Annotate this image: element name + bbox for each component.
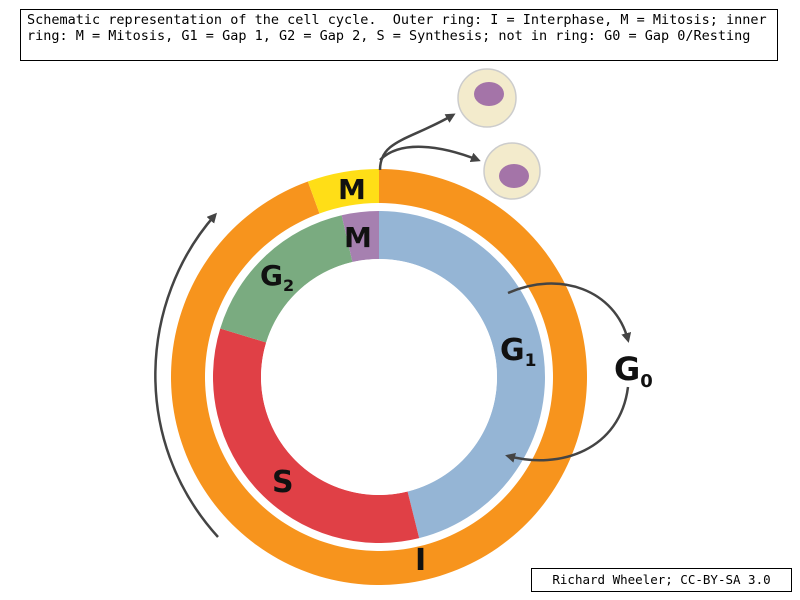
s-label: S xyxy=(272,465,294,500)
inner-ring-mitosis xyxy=(341,211,379,263)
caption: Schematic representation of the cell cyc… xyxy=(20,9,778,61)
exit-arrow-lower xyxy=(379,145,481,163)
outer-i-label: I xyxy=(415,543,426,578)
inner-ring-g2 xyxy=(220,215,353,343)
credit: Richard Wheeler; CC-BY-SA 3.0 xyxy=(531,568,792,592)
inner-m-label: M xyxy=(344,221,372,254)
ring-center xyxy=(261,259,497,495)
outer-ring-mitosis xyxy=(307,169,379,214)
daughter-cell-icon xyxy=(457,68,517,128)
g0-label: G0 xyxy=(614,350,653,392)
inner-ring-s xyxy=(212,328,420,543)
g0-enter-arrow xyxy=(507,282,632,343)
g1-label: G1 xyxy=(500,333,536,371)
g0-return-arrow xyxy=(505,386,630,463)
outer-m-label: M xyxy=(338,173,366,206)
exit-arrow-top xyxy=(378,113,456,171)
g2-label: G2 xyxy=(260,259,294,295)
cycle-direction-arrow xyxy=(154,212,219,538)
inner-ring-g1 xyxy=(379,211,545,539)
daughter-cell-icon xyxy=(483,142,541,200)
